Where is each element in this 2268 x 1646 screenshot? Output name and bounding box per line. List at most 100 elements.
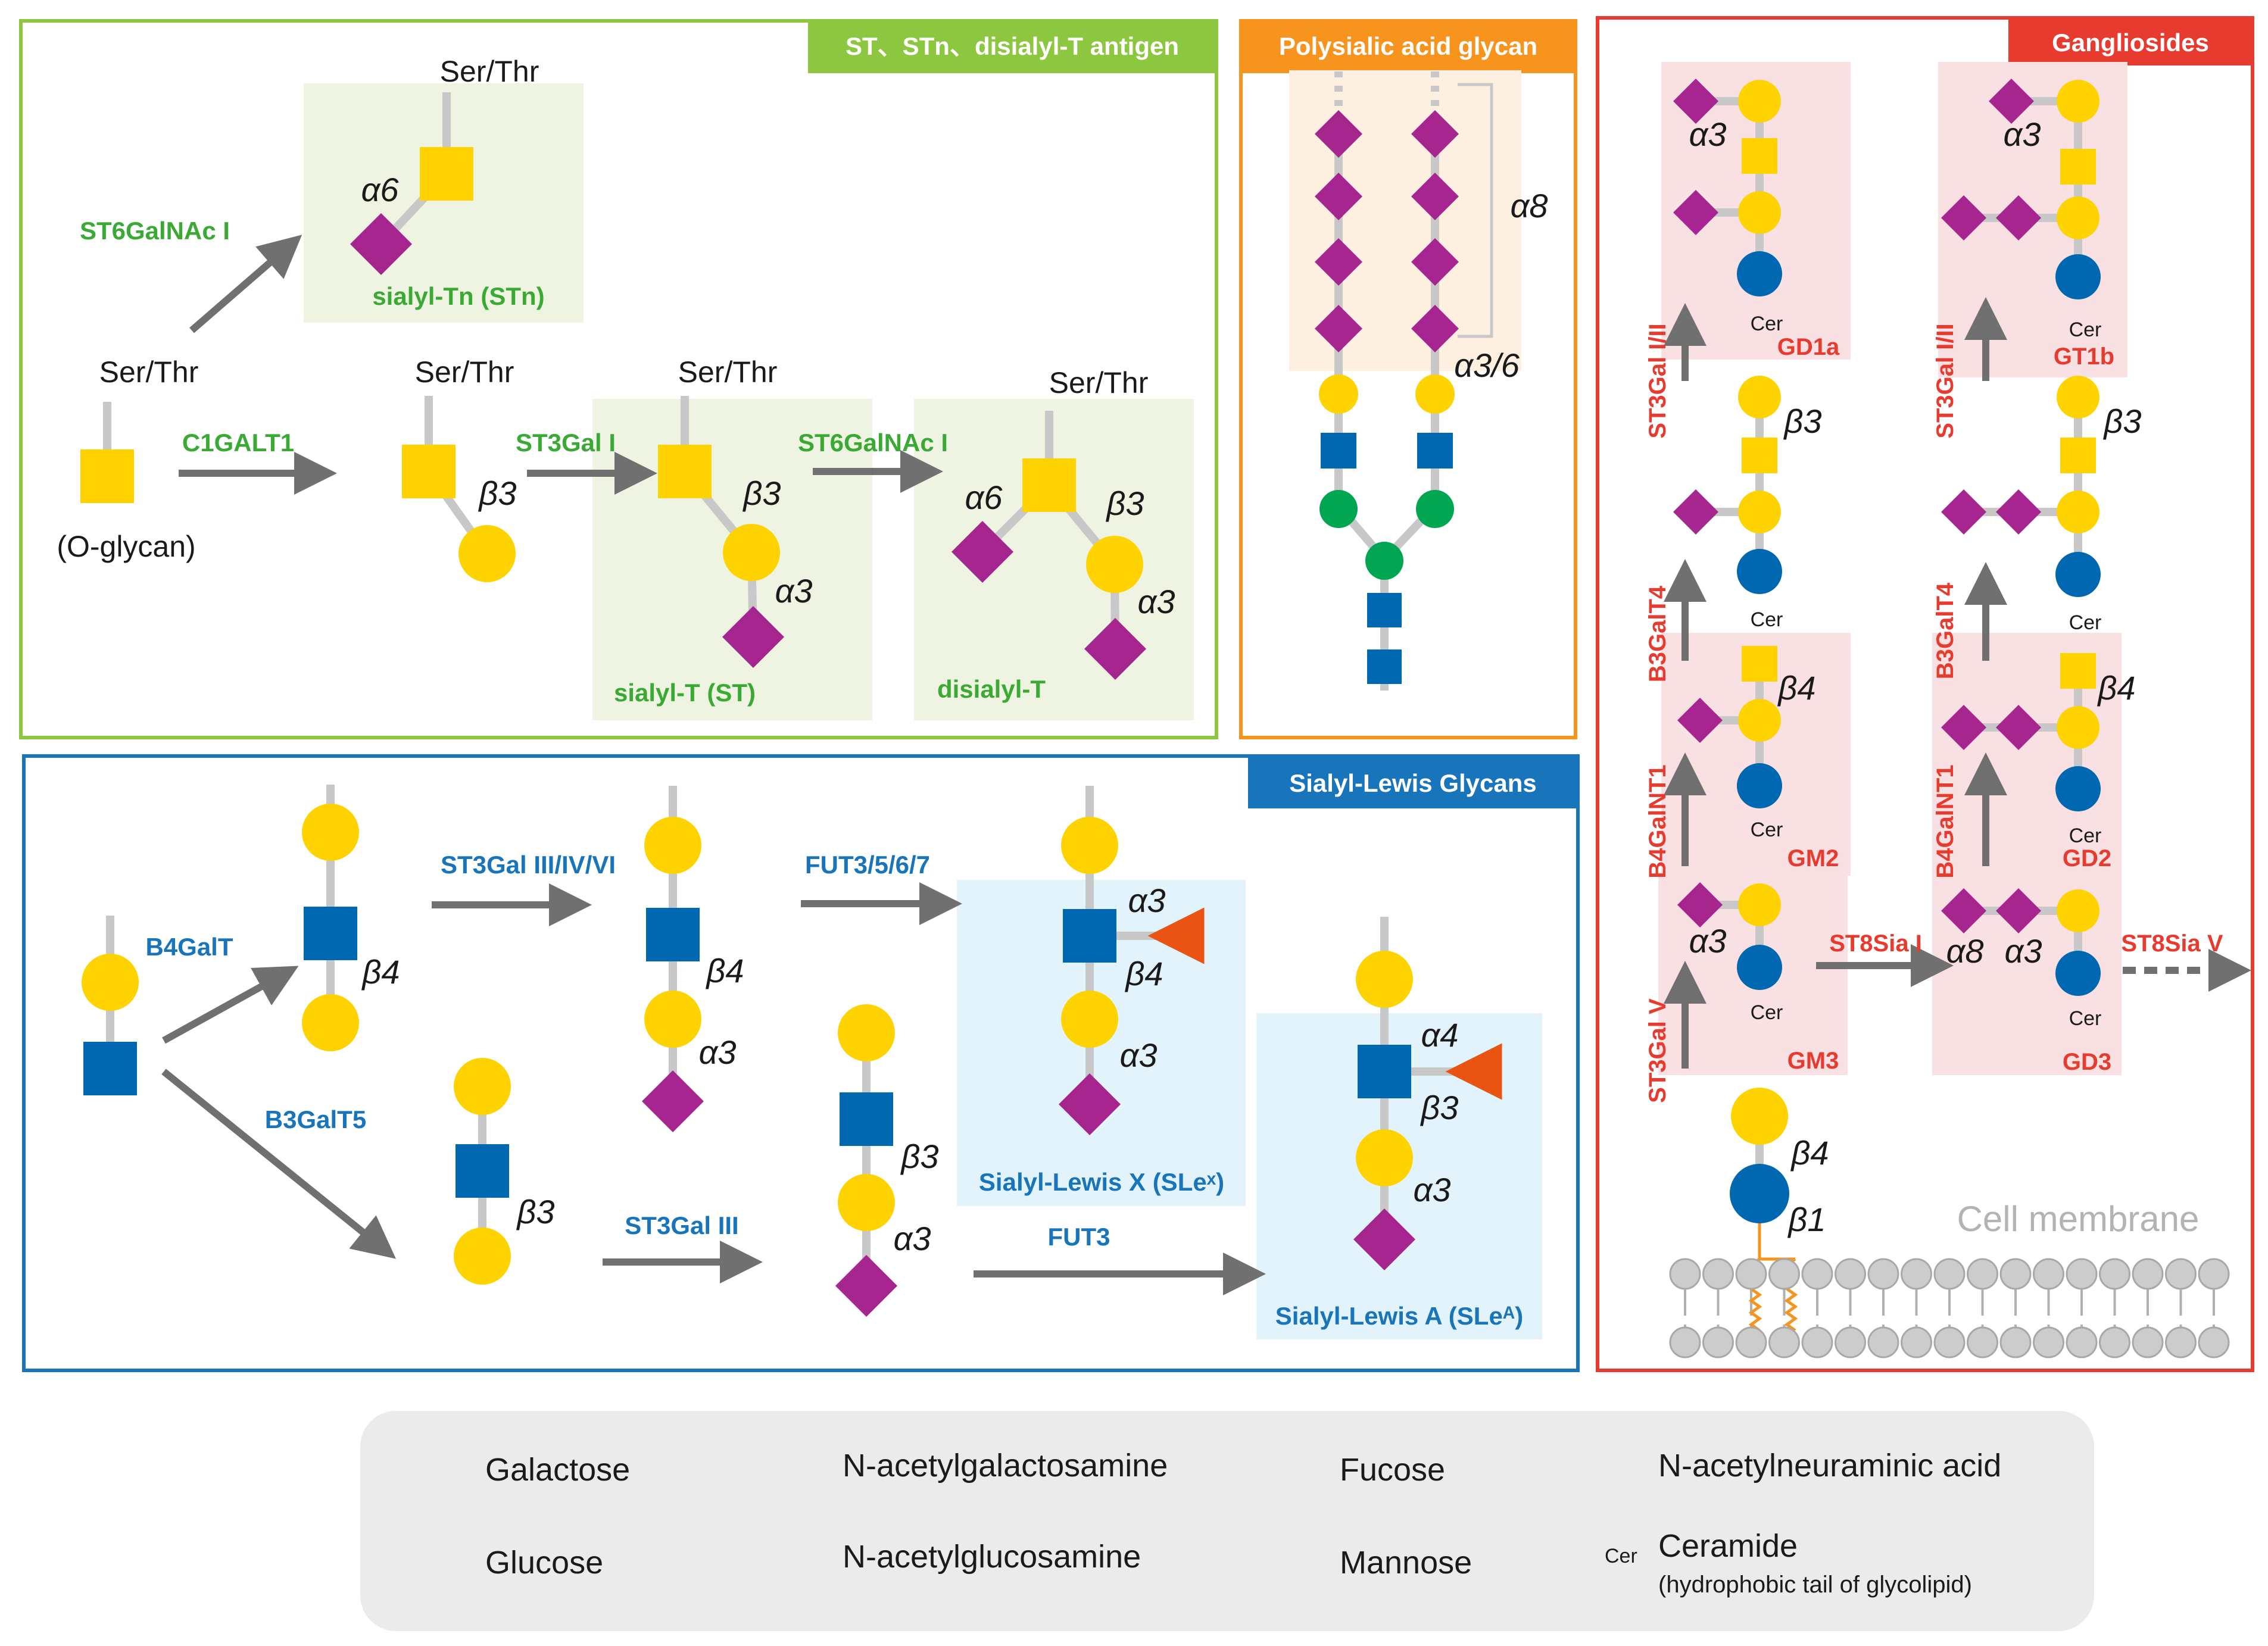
lipid-head — [1735, 1258, 1767, 1290]
galnac-symbol — [2060, 149, 2096, 185]
lewis-panel-frame — [22, 754, 1580, 1372]
reaction-arrow — [189, 235, 302, 333]
enzyme-st6galnac-label: ST6GalNAc I — [798, 429, 948, 457]
galactose-symbol — [302, 804, 359, 861]
enzyme-st3gal1-label: ST3Gal I — [516, 429, 616, 457]
enzyme-st3gal12-label: ST3Gal I/II — [1932, 323, 1958, 438]
psa-panel-labels: α8 α3/6 — [1454, 83, 1548, 384]
mannose-symbol — [1319, 490, 1358, 528]
st-panel-header — [808, 21, 1216, 73]
enzyme-st3gal5-label: ST3Gal V — [1645, 998, 1671, 1103]
linkage-label: α3 — [1119, 1036, 1157, 1074]
glucose-symbol — [1737, 763, 1782, 808]
galactose-symbol — [1086, 536, 1143, 593]
neuac-symbol — [1996, 888, 2041, 933]
legend-galnac-label: N-acetylgalactosamine — [843, 1448, 1168, 1483]
neuac-symbol — [1315, 305, 1362, 352]
lipid-head — [1867, 1258, 1899, 1290]
lipid-head — [1835, 1258, 1866, 1290]
glucose-symbol — [2055, 552, 2101, 597]
lipid-head — [2066, 1258, 2098, 1290]
galnac-symbol — [80, 449, 134, 503]
enzyme-fut3-label: FUT3 — [1048, 1223, 1110, 1251]
linkage-label: β3 — [1783, 402, 1821, 440]
galactose-symbol — [454, 1228, 511, 1285]
glcnac-symbol — [1321, 433, 1356, 468]
ganglio-panel-labels: α3 α3 β3 β3 β4 β4 α3 α8 α3 β4 β1 Cer Cer… — [1645, 115, 2223, 1239]
galnac-symbol — [658, 445, 712, 498]
ser-thr-label: Ser/Thr — [678, 355, 778, 389]
linkage-label: α3 — [698, 1033, 736, 1071]
enzyme-b4galnt1-label: B4GalNT1 — [1645, 764, 1671, 878]
neuac-symbol — [1996, 195, 2041, 241]
glcnac-symbol — [646, 908, 700, 961]
galnac-symbol — [420, 147, 473, 201]
st-panel-labels: Ser/Thr Ser/Thr Ser/Thr Ser/Thr Ser/Thr … — [57, 55, 1175, 707]
ganglioside-gd3-label: GD3 — [2063, 1049, 2111, 1075]
neuac-symbol — [722, 606, 784, 668]
linkage-label: β3 — [478, 474, 516, 512]
lewis-panel-title: Sialyl-Lewis Glycans — [1289, 769, 1537, 797]
neuac-symbol — [350, 213, 412, 275]
o-glycan-label: (O-glycan) — [57, 530, 195, 563]
cer-label: Cer — [1751, 313, 1783, 335]
galactose-symbol — [838, 1174, 895, 1231]
lipid-head — [2165, 1326, 2197, 1358]
neuac-symbol — [1673, 79, 1718, 124]
enzyme-b3galt4-label: B3GalT4 — [1932, 582, 1958, 679]
galactose-symbol — [1356, 1129, 1413, 1186]
neuac-symbol — [1059, 1073, 1121, 1135]
galactose-symbol — [2057, 80, 2099, 123]
enzyme-st3gal3-label: ST3Gal III — [625, 1211, 738, 1239]
legend-galactose-label: Galactose — [485, 1452, 630, 1488]
glcnac-symbol — [304, 907, 357, 960]
reaction-arrow — [161, 1069, 397, 1259]
neuac-symbol — [1353, 1208, 1415, 1270]
galactose-symbol — [82, 954, 139, 1011]
galactose-symbol — [2057, 491, 2099, 533]
ser-thr-label: Ser/Thr — [99, 355, 199, 389]
lipid-head — [2132, 1326, 2164, 1358]
legend-box — [360, 1411, 2094, 1631]
linkage-label: α3 — [893, 1220, 931, 1257]
ganglioside-gm2-label: GM2 — [1787, 845, 1839, 872]
cell-membrane-label: Cell membrane — [1957, 1199, 2200, 1239]
cer-label: Cer — [2069, 1007, 2102, 1030]
fucose-symbol — [1147, 907, 1205, 964]
lipid-head — [2165, 1258, 2197, 1290]
linkage-label: β4 — [1777, 669, 1815, 707]
galactose-symbol — [454, 1058, 511, 1115]
cer-label: Cer — [2069, 824, 2102, 847]
product-dst-label: disialyl-T — [937, 675, 1046, 703]
lipid-head — [1901, 1258, 1932, 1290]
enzyme-st8sia5-label: ST8Sia V — [2121, 930, 2223, 957]
lipid-head — [1999, 1326, 2032, 1358]
ganglioside-gd1a-label: GD1a — [1777, 334, 1840, 360]
glcnac-symbol — [1367, 593, 1402, 627]
lipid-head — [1669, 1258, 1701, 1290]
linkage-label: α6 — [361, 171, 399, 208]
lipid-head — [1702, 1258, 1734, 1290]
neuac-symbol — [1989, 79, 2034, 124]
galactose-symbol — [723, 524, 780, 581]
lipid-head — [1867, 1326, 1899, 1358]
linkage-label: α3 — [775, 572, 812, 610]
cer-label: Cer — [1751, 1001, 1783, 1024]
neuac-symbol — [1411, 238, 1459, 286]
linkage-label: β3 — [516, 1193, 554, 1230]
lewis-panel-labels: B4GalT B3GalT5 ST3Gal III/IV/VI ST3Gal I… — [145, 851, 1523, 1330]
glcnac-symbol — [1063, 909, 1116, 963]
galactose-symbol — [644, 817, 701, 874]
enzyme-b4galt-label: B4GalT — [145, 933, 233, 961]
linkage-label: α3/6 — [1454, 346, 1520, 384]
neuac-symbol — [1315, 238, 1362, 286]
linkage-label: β4 — [705, 952, 744, 989]
galnac-symbol — [1742, 438, 1777, 473]
linkage-label: α3 — [2004, 932, 2042, 970]
linkage-label: β4 — [1790, 1134, 1829, 1172]
galnac-symbol — [1022, 458, 1076, 512]
lipid-head — [2099, 1258, 2130, 1290]
lipid-head — [2033, 1326, 2064, 1358]
legend-fucose-label: Fucose — [1340, 1452, 1445, 1488]
galactose-symbol — [644, 991, 701, 1048]
